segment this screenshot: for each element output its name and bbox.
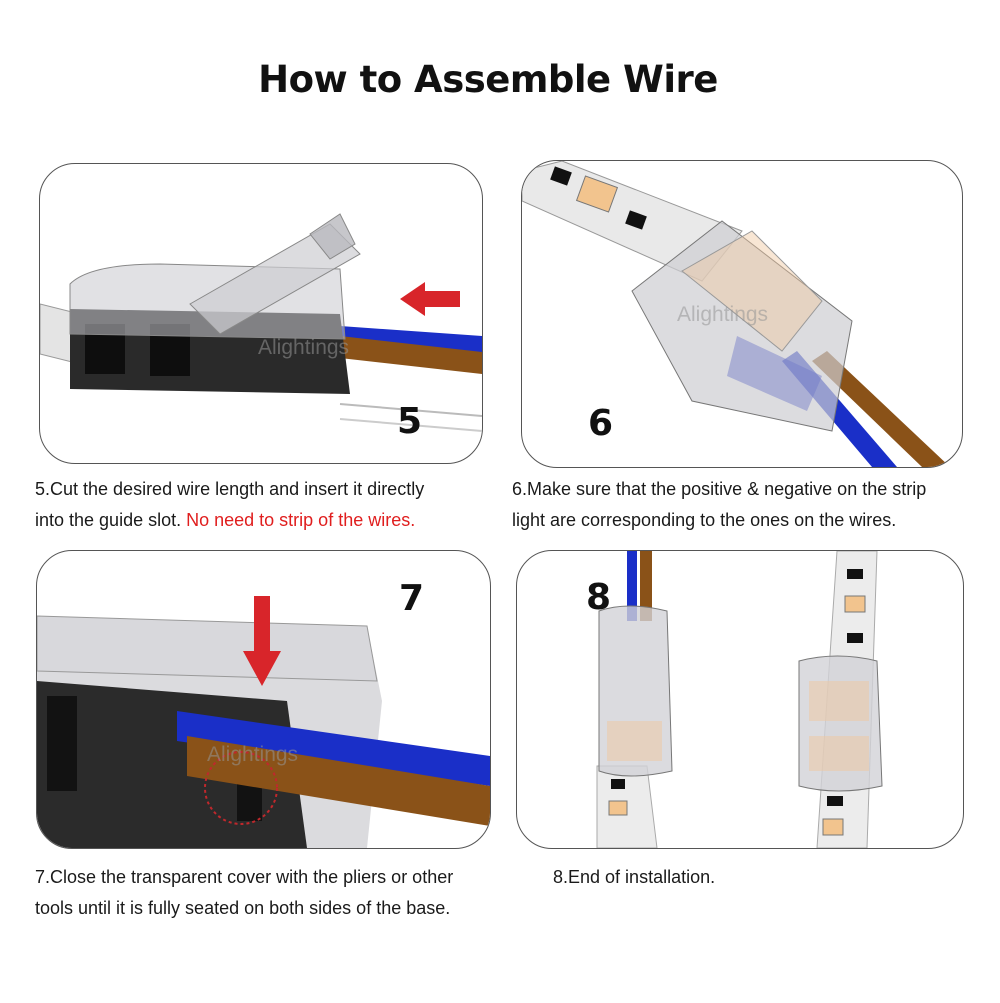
step-number: 7	[399, 578, 425, 619]
press-arrow	[243, 596, 281, 686]
page-title: How to Assemble Wire	[258, 58, 718, 101]
watermark: Alightings	[677, 303, 769, 326]
caption-line: 6.Make sure that the positive & negative…	[512, 479, 927, 499]
caption-text: into the guide slot.	[35, 510, 187, 530]
insert-arrow	[400, 282, 460, 316]
step-7-illustration	[37, 596, 490, 848]
watermark: Alightings	[258, 336, 350, 359]
step-6-panel: Alightings 6	[521, 160, 963, 468]
seat-indicator-circle	[204, 751, 278, 825]
step-number: 6	[588, 403, 614, 444]
caption-line: 7.Close the transparent cover with the p…	[35, 867, 454, 887]
step-7-caption: 7.Close the transparent cover with the p…	[35, 862, 453, 924]
step-8-panel: 8	[516, 550, 964, 849]
step-5-illustration	[40, 213, 482, 432]
caption-line: tools until it is fully seated on both s…	[35, 898, 451, 918]
caption-highlight: No need to strip of the wires.	[186, 510, 416, 530]
caption-line: into the guide slot. No need to strip of…	[35, 505, 424, 536]
step-number: 8	[586, 577, 612, 618]
step-6-caption: 6.Make sure that the positive & negative…	[512, 474, 926, 536]
caption-line: light are corresponding to the ones on t…	[512, 510, 897, 530]
watermark: Alightings	[207, 743, 299, 766]
step-7-panel: Alightings 7	[36, 550, 491, 849]
step-8-caption: 8.End of installation.	[553, 862, 715, 893]
caption-line: 8.End of installation.	[553, 867, 716, 887]
caption-line: 5.Cut the desired wire length and insert…	[35, 479, 425, 499]
step-5-panel: Alightings 5	[39, 163, 483, 464]
step-8-illustration	[596, 551, 883, 848]
step-number: 5	[397, 401, 423, 442]
step-5-caption: 5.Cut the desired wire length and insert…	[35, 474, 424, 536]
step-6-illustration	[522, 161, 950, 467]
